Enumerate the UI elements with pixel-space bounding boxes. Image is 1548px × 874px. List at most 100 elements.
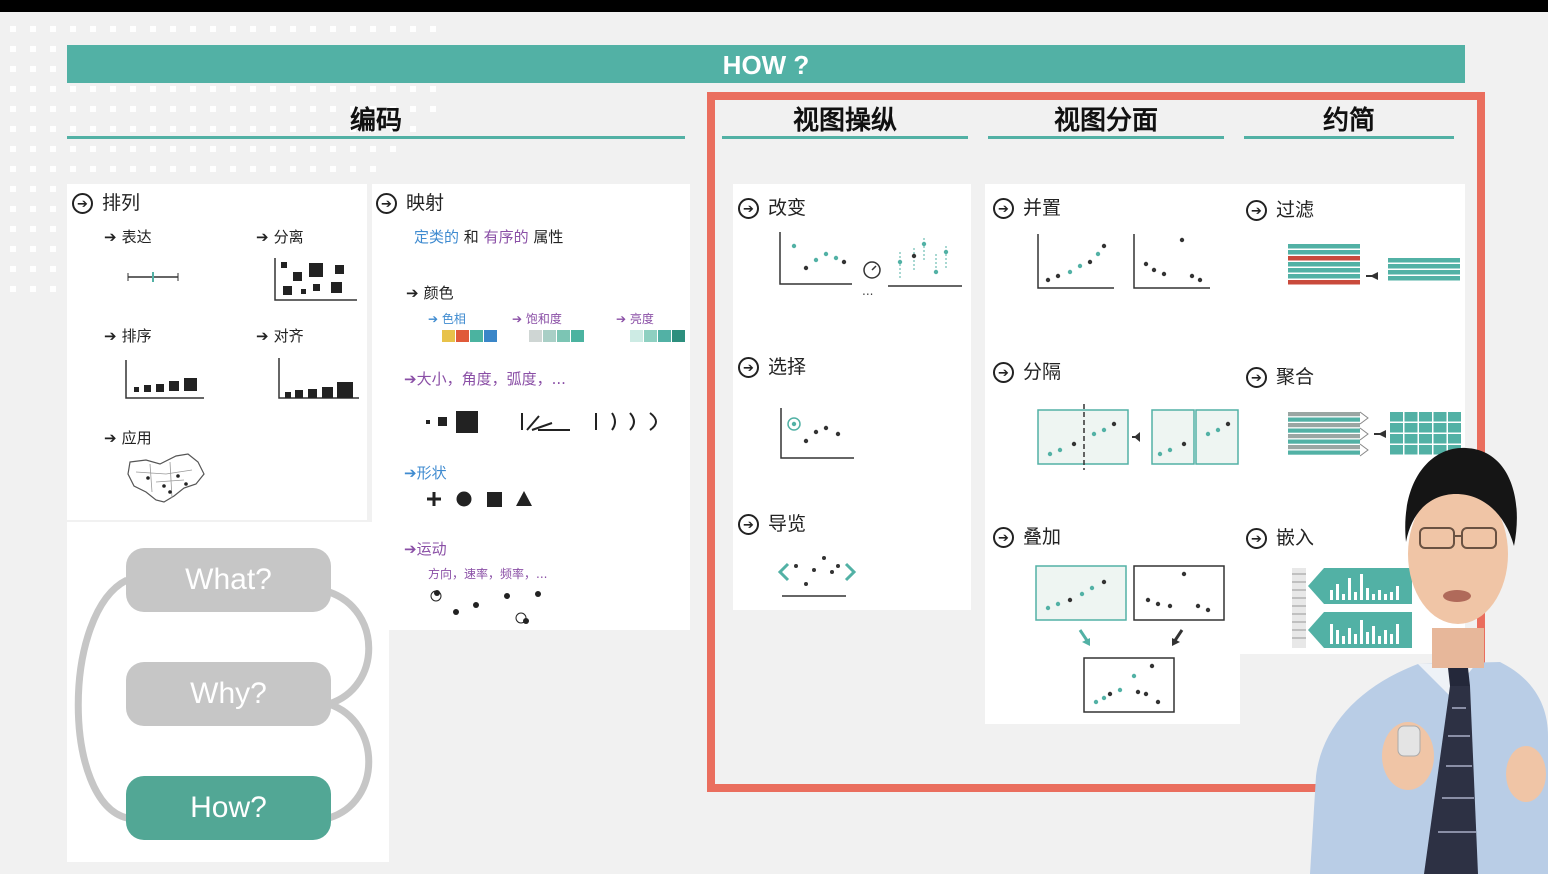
shape-label: ➔形状 xyxy=(404,464,447,482)
aggregate-row xyxy=(1288,428,1360,433)
filter-row xyxy=(1288,256,1360,261)
manipulate-panel xyxy=(733,184,971,610)
arrow-right-icon: ➔ xyxy=(256,327,269,345)
partition-label: ➔分隔 xyxy=(993,357,1061,384)
filter-row xyxy=(1388,276,1460,281)
reduce-title: 约简 xyxy=(1322,106,1375,136)
aggregate-cell xyxy=(1404,445,1418,455)
arrow-right-icon: ➔ xyxy=(406,284,419,302)
arrow-right-icon: ➔ xyxy=(404,540,417,558)
facet-underline xyxy=(988,136,1224,139)
separate-glyph xyxy=(274,258,357,301)
aggregate-glyph xyxy=(1288,411,1461,457)
color-swatches xyxy=(442,330,685,342)
filter-row xyxy=(1288,244,1360,249)
separate-label: ➔分离 xyxy=(256,228,304,246)
aggregate-cell xyxy=(1448,423,1461,433)
aggregate-cell xyxy=(1448,434,1461,444)
aggregate-cell xyxy=(1390,412,1403,422)
arrow-right-icon: ➔ xyxy=(104,327,117,345)
size-angle-label: ➔大小，角度，弧度，... xyxy=(404,370,566,388)
hue-swatch xyxy=(456,330,469,342)
circle-arrow-icon: ➔ xyxy=(738,198,759,219)
luminance-swatch xyxy=(644,330,657,342)
saturation-swatch xyxy=(557,330,570,342)
superimpose-glyph xyxy=(1035,565,1225,713)
aggregate-cell xyxy=(1448,412,1461,422)
facet-title: 视图分面 xyxy=(1053,106,1158,136)
arrow-right-icon: ➔ xyxy=(104,429,117,447)
aggregate-cell xyxy=(1419,445,1432,455)
aggregate-cell xyxy=(1404,434,1418,444)
filter-row xyxy=(1388,258,1460,263)
aggregate-row xyxy=(1288,439,1360,444)
reduce-underline xyxy=(1244,136,1454,139)
align-label: ➔对齐 xyxy=(256,327,304,345)
aggregate-cell xyxy=(1404,423,1418,433)
hue-swatch xyxy=(442,330,455,342)
select-glyph xyxy=(780,408,854,459)
luminance-swatch xyxy=(658,330,671,342)
express-glyph xyxy=(127,272,179,282)
manipulate-title: 视图操纵 xyxy=(792,106,897,136)
superimpose-label: ➔叠加 xyxy=(993,522,1061,549)
use-map-glyph xyxy=(127,453,205,503)
how-pill: How? xyxy=(126,776,331,840)
juxtapose-label: ➔并置 xyxy=(993,193,1061,220)
saturation-label: ➔ 饱和度 xyxy=(512,312,562,326)
navigate-glyph xyxy=(777,556,857,597)
change-ellipsis: ... xyxy=(862,284,874,298)
arrow-right-icon: ➔ xyxy=(512,312,526,326)
filter-row xyxy=(1388,270,1460,275)
order-glyph xyxy=(125,360,204,399)
aggregate-row xyxy=(1288,417,1360,422)
how-banner: HOW ? xyxy=(67,45,1465,83)
arrow-right-icon: ➔ xyxy=(256,228,269,246)
aggregate-cell xyxy=(1433,423,1447,433)
aggregate-cell xyxy=(1390,423,1403,433)
luminance-swatch xyxy=(630,330,643,342)
encode-title: 编码 xyxy=(349,106,402,136)
aggregate-cell xyxy=(1390,434,1403,444)
saturation-swatch xyxy=(529,330,542,342)
filter-label: ➔过滤 xyxy=(1246,195,1314,222)
cycle-connectors xyxy=(74,576,373,822)
circle-arrow-icon: ➔ xyxy=(376,193,397,214)
circle-arrow-icon: ➔ xyxy=(993,362,1014,383)
map-label: ➔映射 xyxy=(376,188,444,215)
embed-label: ➔嵌入 xyxy=(1246,523,1314,550)
circle-arrow-icon: ➔ xyxy=(738,514,759,535)
luminance-swatch xyxy=(672,330,685,342)
aggregate-cell xyxy=(1419,423,1432,433)
circle-arrow-icon: ➔ xyxy=(1246,367,1267,388)
arrow-right-icon: ➔ xyxy=(428,312,442,326)
aggregate-cell xyxy=(1419,412,1432,422)
filter-glyph xyxy=(1288,244,1460,285)
filter-row xyxy=(1288,262,1360,267)
express-label: ➔表达 xyxy=(104,228,152,246)
motion-sub-label: 方向，速率，频率，... xyxy=(428,567,548,581)
navigate-label: ➔导览 xyxy=(738,509,806,536)
shape-glyphs xyxy=(427,491,532,507)
aggregate-cell xyxy=(1433,412,1447,422)
hue-label: ➔ 色相 xyxy=(428,312,466,326)
filter-row xyxy=(1288,274,1360,279)
color-label: ➔颜色 xyxy=(406,284,454,302)
align-glyph xyxy=(278,358,359,399)
presenter-figure xyxy=(1310,447,1548,874)
why-pill: Why? xyxy=(126,662,331,726)
embed-glyph xyxy=(1292,568,1412,648)
circle-arrow-icon: ➔ xyxy=(738,357,759,378)
arrow-right-icon: ➔ xyxy=(104,228,117,246)
arrow-right-icon: ➔ xyxy=(404,464,417,482)
aggregate-cell xyxy=(1404,412,1418,422)
saturation-swatch xyxy=(571,330,584,342)
arrange-label: ➔排列 xyxy=(72,188,140,215)
change-label: ➔改变 xyxy=(738,193,806,220)
filter-row xyxy=(1288,268,1360,273)
arrange-panel xyxy=(67,184,367,520)
juxtapose-glyph xyxy=(1037,234,1210,289)
circle-arrow-icon: ➔ xyxy=(993,198,1014,219)
aggregate-row xyxy=(1288,412,1360,417)
aggregate-row xyxy=(1288,423,1360,428)
